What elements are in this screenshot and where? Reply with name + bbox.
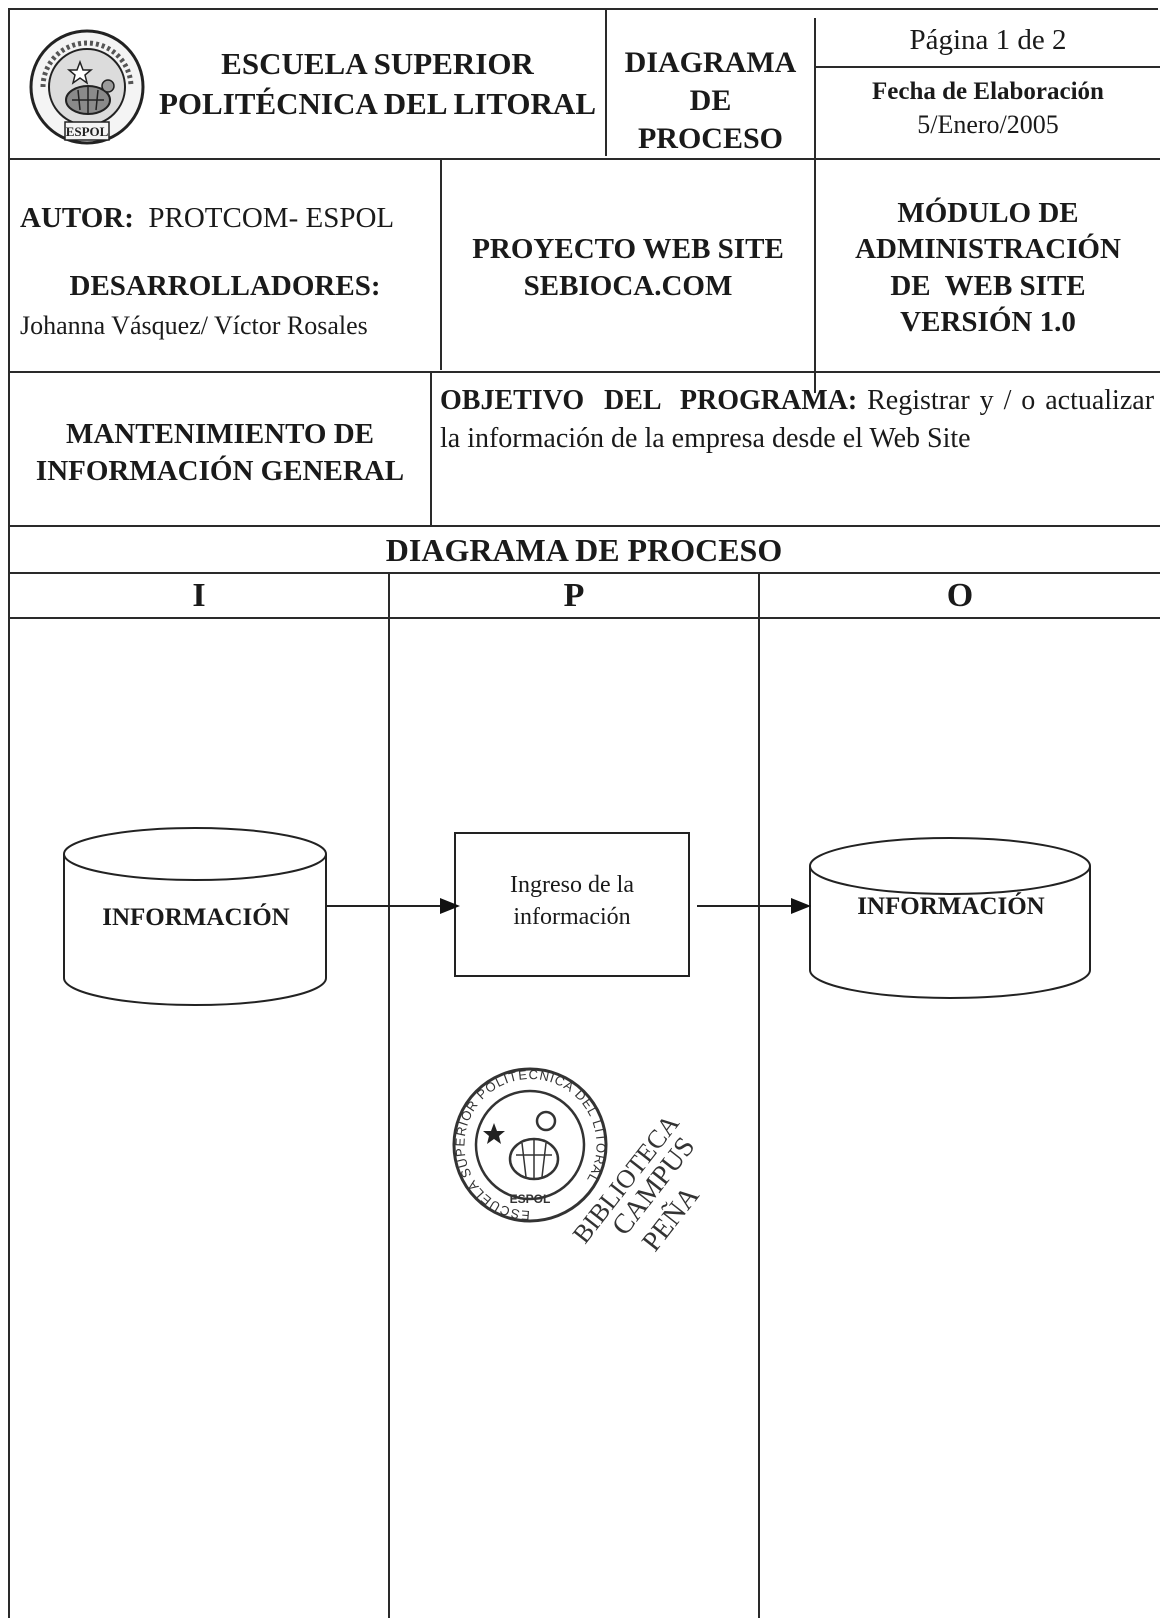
process-box bbox=[454, 832, 690, 977]
row-line-2 bbox=[8, 371, 1160, 373]
doc-type-line1: DIAGRAMA bbox=[624, 46, 797, 79]
doc-type-line2: DE bbox=[689, 84, 732, 117]
info-divider bbox=[440, 160, 442, 370]
stamp-star-icon bbox=[483, 1123, 505, 1144]
arrow-input-to-process bbox=[326, 898, 460, 914]
project-line2: SEBIOCA.COM bbox=[523, 270, 733, 302]
author-line: AUTOR: PROTCOM- ESPOL bbox=[20, 202, 440, 235]
module-line2: ADMINISTRACIÓN bbox=[855, 233, 1121, 265]
process-label-line1: Ingreso de la bbox=[510, 872, 634, 898]
author-value: PROTCOM- ESPOL bbox=[148, 202, 395, 234]
lane-divider-1 bbox=[388, 574, 390, 1618]
date-value: 5/Enero/2005 bbox=[917, 110, 1059, 139]
output-database-node bbox=[809, 837, 1091, 999]
project-line1: PROYECTO WEB SITE bbox=[472, 233, 784, 265]
library-stamp: ESCUELA SUPERIOR POLITÉCNICA DEL LITORAL… bbox=[452, 1067, 706, 1257]
program-name-line2: INFORMACIÓN GENERAL bbox=[35, 455, 405, 487]
process-label-line2: información bbox=[513, 904, 631, 930]
module-line3: DE WEB SITE bbox=[890, 270, 1086, 302]
input-node-label: INFORMACIÓN bbox=[102, 904, 290, 931]
lane-divider-2 bbox=[758, 574, 760, 1618]
objective-label: OBJETIVO DEL PROGRAMA: bbox=[440, 385, 858, 416]
module-line4: VERSIÓN 1.0 bbox=[900, 306, 1076, 338]
left-border bbox=[8, 8, 10, 1618]
author-label: AUTOR: bbox=[20, 202, 134, 234]
page-number: Página 1 de 2 bbox=[909, 24, 1067, 56]
stamp-seal-center: ESPOL bbox=[510, 1192, 551, 1206]
program-divider bbox=[430, 373, 432, 525]
diagram-title: DIAGRAMA DE PROCESO bbox=[385, 532, 783, 568]
star-icon bbox=[66, 59, 94, 85]
espol-logo: ESPOL bbox=[29, 29, 145, 145]
arrow-process-to-output bbox=[697, 898, 811, 914]
institution-name-line1: ESCUELA SUPERIOR bbox=[221, 46, 534, 81]
header-divider-1 bbox=[605, 10, 607, 156]
program-name-line1: MANTENIMIENTO DE bbox=[65, 418, 375, 450]
module-line1: MÓDULO DE bbox=[897, 197, 1079, 229]
objective-text: Registrar y / o actualizar la informació… bbox=[440, 385, 1155, 454]
input-database-node bbox=[63, 827, 327, 1006]
row-line-4 bbox=[8, 572, 1160, 574]
page-date-divider bbox=[814, 66, 1160, 68]
row-line-1 bbox=[8, 158, 1160, 160]
program-objective: OBJETIVO DEL PROGRAMA: Registrar y / o a… bbox=[440, 382, 1154, 458]
logo-center-text: ESPOL bbox=[66, 124, 109, 139]
top-border bbox=[8, 8, 1158, 10]
column-header-process: P bbox=[563, 577, 585, 614]
column-header-output: O bbox=[946, 577, 974, 614]
header-divider-2 bbox=[814, 18, 816, 393]
developers-value: Johanna Vásquez/ Víctor Rosales bbox=[20, 311, 368, 340]
date-label: Fecha de Elaboración bbox=[872, 78, 1104, 105]
developers-label: DESARROLLADORES: bbox=[69, 270, 381, 302]
column-header-input: I bbox=[192, 577, 206, 614]
doc-type-line3: PROCESO bbox=[637, 122, 784, 155]
institution-name-line2: POLITÉCNICA DEL LITORAL bbox=[159, 86, 596, 121]
output-node-label: INFORMACIÓN bbox=[857, 893, 1045, 920]
row-line-3 bbox=[8, 525, 1160, 527]
row-line-5 bbox=[8, 617, 1160, 619]
